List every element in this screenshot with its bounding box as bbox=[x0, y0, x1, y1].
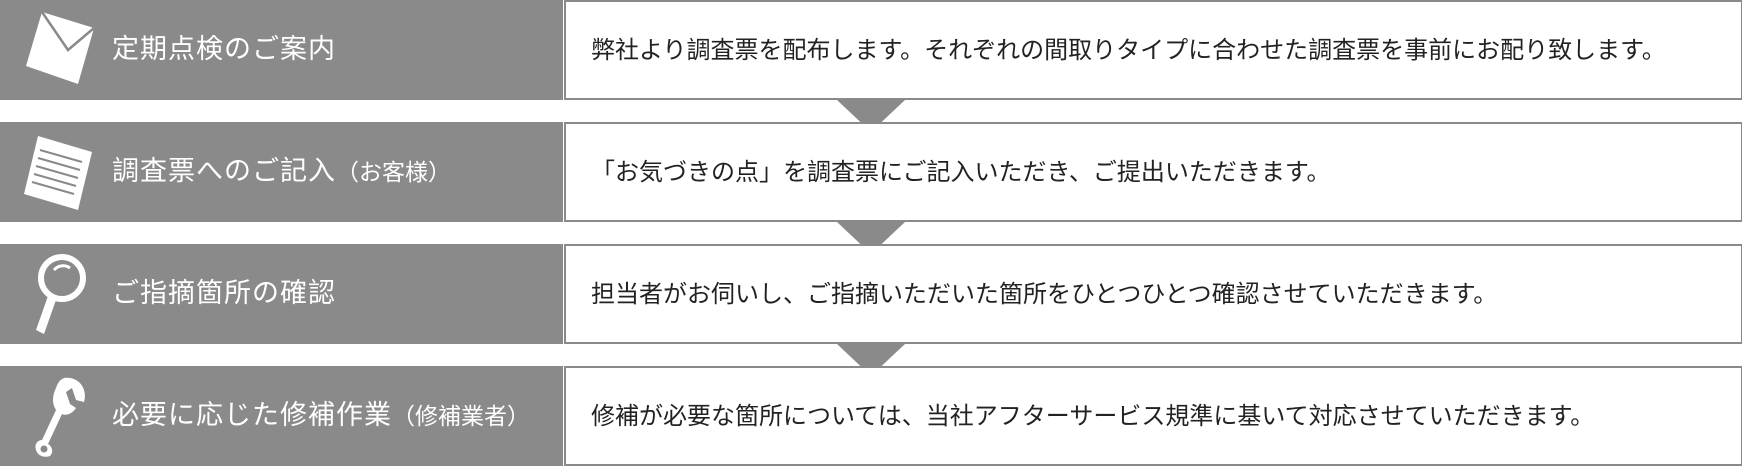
flow-step-4: 必要に応じた修補作業（修補業者） 修補が必要な箇所については、当社アフターサービ… bbox=[0, 366, 1742, 466]
document-icon bbox=[18, 130, 102, 214]
step-4-description: 修補が必要な箇所については、当社アフターサービス規準に基いて対応させていただきま… bbox=[591, 402, 1595, 430]
envelope-icon bbox=[18, 8, 102, 92]
step-3-title: ご指摘箇所の確認 bbox=[112, 278, 336, 309]
step-1-title: 定期点検のご案内 bbox=[112, 34, 336, 65]
step-4-label-panel: 必要に応じた修補作業（修補業者） bbox=[0, 366, 563, 466]
step-2-description: 「お気づきの点」を調査票にご記入いただき、ご提出いただきます。 bbox=[591, 158, 1331, 186]
step-1-label-panel: 定期点検のご案内 bbox=[0, 0, 563, 100]
flow-step-2: 調査票へのご記入（お客様） 「お気づきの点」を調査票にご記入いただき、ご提出いた… bbox=[0, 122, 1742, 222]
wrench-icon bbox=[18, 374, 102, 458]
step-3-label-panel: ご指摘箇所の確認 bbox=[0, 244, 563, 344]
step-2-label-panel: 調査票へのご記入（お客様） bbox=[0, 122, 563, 222]
step-2-description-box: 「お気づきの点」を調査票にご記入いただき、ご提出いただきます。 bbox=[564, 122, 1742, 222]
flow-step-1: 定期点検のご案内 弊社より調査票を配布します。それぞれの間取りタイプに合わせた調… bbox=[0, 0, 1742, 100]
step-3-description-box: 担当者がお伺いし、ご指摘いただいた箇所をひとつひとつ確認させていただきます。 bbox=[564, 244, 1742, 344]
flow-step-3: ご指摘箇所の確認 担当者がお伺いし、ご指摘いただいた箇所をひとつひとつ確認させて… bbox=[0, 244, 1742, 344]
step-3-description: 担当者がお伺いし、ご指摘いただいた箇所をひとつひとつ確認させていただきます。 bbox=[591, 280, 1498, 308]
step-1-description: 弊社より調査票を配布します。それぞれの間取りタイプに合わせた調査票を事前にお配り… bbox=[591, 36, 1666, 64]
magnifier-icon bbox=[18, 252, 102, 336]
step-1-description-box: 弊社より調査票を配布します。それぞれの間取りタイプに合わせた調査票を事前にお配り… bbox=[564, 0, 1742, 100]
step-2-title: 調査票へのご記入（お客様） bbox=[112, 156, 451, 187]
step-4-title: 必要に応じた修補作業（修補業者） bbox=[112, 400, 530, 431]
step-4-description-box: 修補が必要な箇所については、当社アフターサービス規準に基いて対応させていただきま… bbox=[564, 366, 1742, 466]
